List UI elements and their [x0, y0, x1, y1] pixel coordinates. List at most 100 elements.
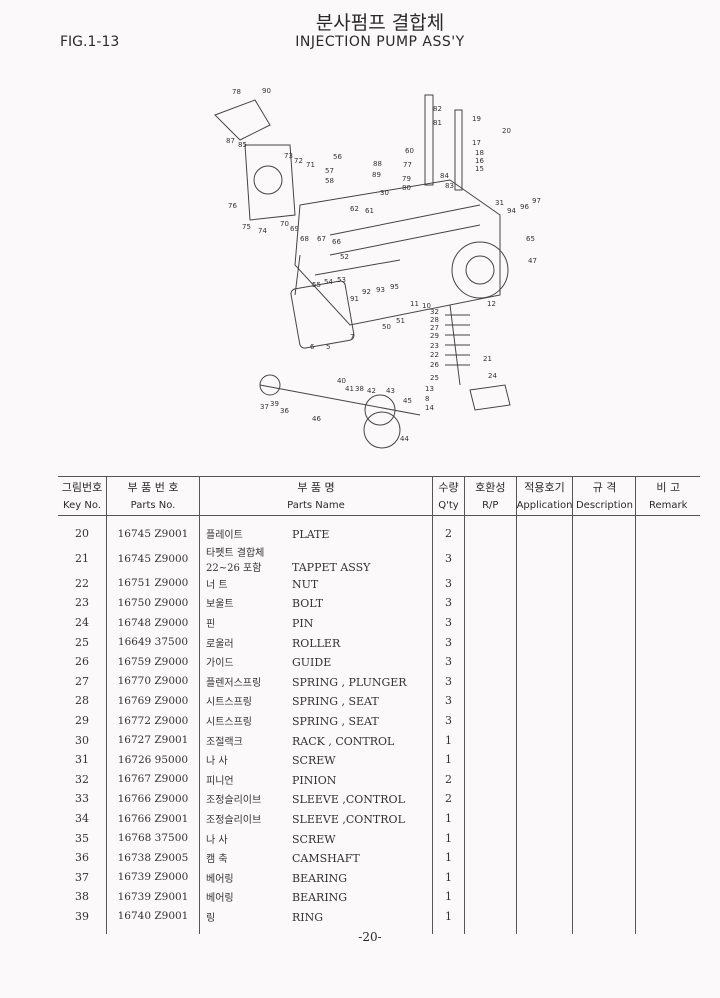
description: [572, 887, 636, 907]
rp: [464, 847, 517, 868]
rp: [464, 612, 517, 633]
part-name-ko: 나 사: [206, 756, 228, 768]
part-name-en: SPRING , SEAT: [292, 715, 379, 729]
rp: [464, 867, 517, 888]
callout: 6: [310, 343, 315, 351]
callout: 32: [430, 308, 439, 316]
part-name-ko: 시트스프링: [206, 697, 252, 709]
callout: 47: [528, 257, 537, 265]
application: [515, 789, 573, 809]
description: [572, 867, 636, 888]
description: [572, 612, 636, 633]
qty: 2: [432, 769, 465, 790]
description: [572, 847, 636, 868]
part-name-ko: 보울트: [206, 599, 234, 611]
header-application-en: Application: [515, 496, 573, 516]
part-no: 16770 Z9000: [106, 671, 200, 692]
description: [572, 691, 636, 711]
callout: 66: [332, 238, 341, 246]
part-name-en: SCREW: [292, 754, 336, 768]
callout: 90: [262, 87, 271, 95]
part-name-en: TAPPET ASSY: [292, 560, 371, 574]
callout: 39: [270, 400, 279, 408]
part-name-ko: 타펫트 결합체 22~26 포함: [206, 547, 265, 574]
callout: 81: [433, 119, 442, 127]
callout: 58: [325, 177, 334, 185]
key-no: 20: [75, 527, 89, 541]
header-key-en: Key No.: [58, 496, 107, 516]
rp: [464, 593, 517, 613]
callout: 11: [410, 300, 419, 308]
callout: 22: [430, 351, 439, 359]
description: [572, 730, 636, 750]
application: [515, 808, 573, 829]
part-name-en: GUIDE: [292, 656, 332, 670]
key-no: 38: [75, 890, 89, 904]
application: [515, 671, 573, 692]
callout: 38: [355, 385, 364, 393]
application: [515, 828, 573, 848]
callout: 40: [337, 377, 346, 385]
page-number: -20-: [358, 930, 382, 944]
part-name-en: BEARING: [292, 891, 348, 905]
remark: [635, 593, 700, 613]
callout: 93: [376, 286, 385, 294]
qty: 3: [432, 543, 465, 574]
key-no: 25: [75, 635, 89, 649]
table-header-row-korean: 그림번호 부 품 번 호 부 품 명 수량 호환성 적용호기 규 격 비 고: [58, 476, 700, 496]
callout: 85: [238, 141, 247, 149]
callout: 83: [445, 182, 454, 190]
rp: [464, 887, 517, 907]
qty: 2: [432, 515, 465, 544]
part-name-ko: 캠 축: [206, 854, 228, 866]
part-no: 16768 37500: [106, 828, 200, 848]
part-no: 16726 95000: [106, 749, 200, 770]
rp: [464, 573, 517, 594]
description: [572, 651, 636, 672]
key-no: 28: [75, 694, 89, 708]
qty: 1: [432, 730, 465, 750]
callout: 5: [326, 343, 331, 351]
callout: 82: [433, 105, 442, 113]
remark: [635, 808, 700, 829]
rp: [464, 808, 517, 829]
remark: [635, 651, 700, 672]
callout: 89: [372, 171, 381, 179]
callout: 84: [440, 172, 449, 180]
callout: 74: [258, 227, 267, 235]
qty: 1: [432, 749, 465, 770]
description: [572, 749, 636, 770]
part-name-ko: 나 사: [206, 834, 228, 846]
callout: 46: [312, 415, 321, 423]
key-no: 26: [75, 655, 89, 669]
remark: [635, 867, 700, 888]
part-no: 16751 Z9000: [106, 573, 200, 594]
title-korean: 분사펌프 결합체: [315, 12, 445, 34]
callout: 23: [430, 342, 439, 350]
application: [515, 867, 573, 888]
callout: 21: [483, 355, 492, 363]
remark: [635, 612, 700, 633]
part-name-ko: 너 트: [206, 579, 228, 591]
part-name-ko: 로울러: [206, 638, 234, 650]
rp: [464, 906, 517, 935]
part-name-en: SCREW: [292, 832, 336, 846]
callout: 14: [425, 404, 434, 412]
callout: 12: [487, 300, 496, 308]
callout: 65: [526, 235, 535, 243]
part-no: 16759 Z9000: [106, 651, 200, 672]
callout: 72: [294, 157, 303, 165]
remark: [635, 847, 700, 868]
part-no: 16739 Z9000: [106, 867, 200, 888]
description: [572, 515, 636, 544]
callout: 19: [472, 115, 481, 123]
rp: [464, 828, 517, 848]
application: [515, 906, 573, 935]
